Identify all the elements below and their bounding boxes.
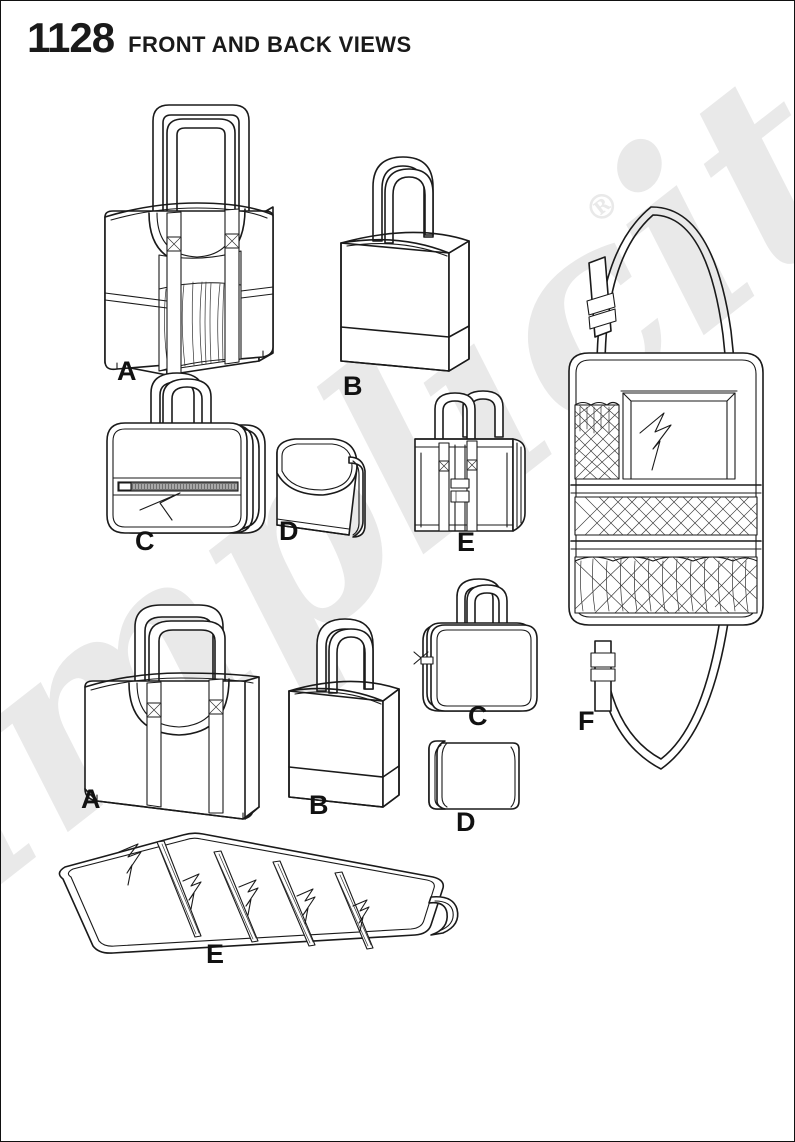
illustration-d-folded <box>428 740 520 810</box>
view-label-d-back: D <box>456 807 476 837</box>
view-label-d-front: D <box>279 516 299 546</box>
x-box-tack <box>166 233 240 252</box>
illustration-c-back <box>413 578 538 712</box>
zipper-pull-icon <box>118 482 132 491</box>
x-box-tack <box>146 699 224 718</box>
x-box-tack <box>438 459 478 472</box>
illustration-b-back <box>288 618 400 808</box>
illustration-e-open <box>58 832 459 954</box>
view-label-e-back: E <box>206 939 225 969</box>
illustration-b-front <box>340 156 470 372</box>
view-label-a-back: A <box>81 784 101 814</box>
sheet-header: 1128 FRONT AND BACK VIEWS <box>27 17 412 59</box>
view-label-b-front: B <box>343 371 363 401</box>
mesh-texture <box>574 404 620 480</box>
view-label-c-back: C <box>468 701 488 731</box>
illustration-f <box>568 206 764 770</box>
stitch-motif <box>118 843 370 932</box>
illustration-a-front <box>104 104 274 376</box>
zipper-detail <box>117 481 239 492</box>
illustration-c-front <box>106 372 266 534</box>
illustration-a-back <box>84 604 260 820</box>
view-label-c-front: C <box>135 526 155 556</box>
view-label-b-back: B <box>309 790 329 820</box>
illustration-e-front <box>414 390 526 532</box>
view-label-f: F <box>578 706 595 736</box>
pattern-number: 1128 <box>27 14 115 61</box>
zipper-divider <box>156 840 374 950</box>
page-title: FRONT AND BACK VIEWS <box>128 32 412 57</box>
buckle-icon <box>450 478 470 503</box>
view-label-e-front: E <box>457 527 476 557</box>
illustration-d-front <box>276 438 366 538</box>
view-label-a-front: A <box>117 356 137 386</box>
